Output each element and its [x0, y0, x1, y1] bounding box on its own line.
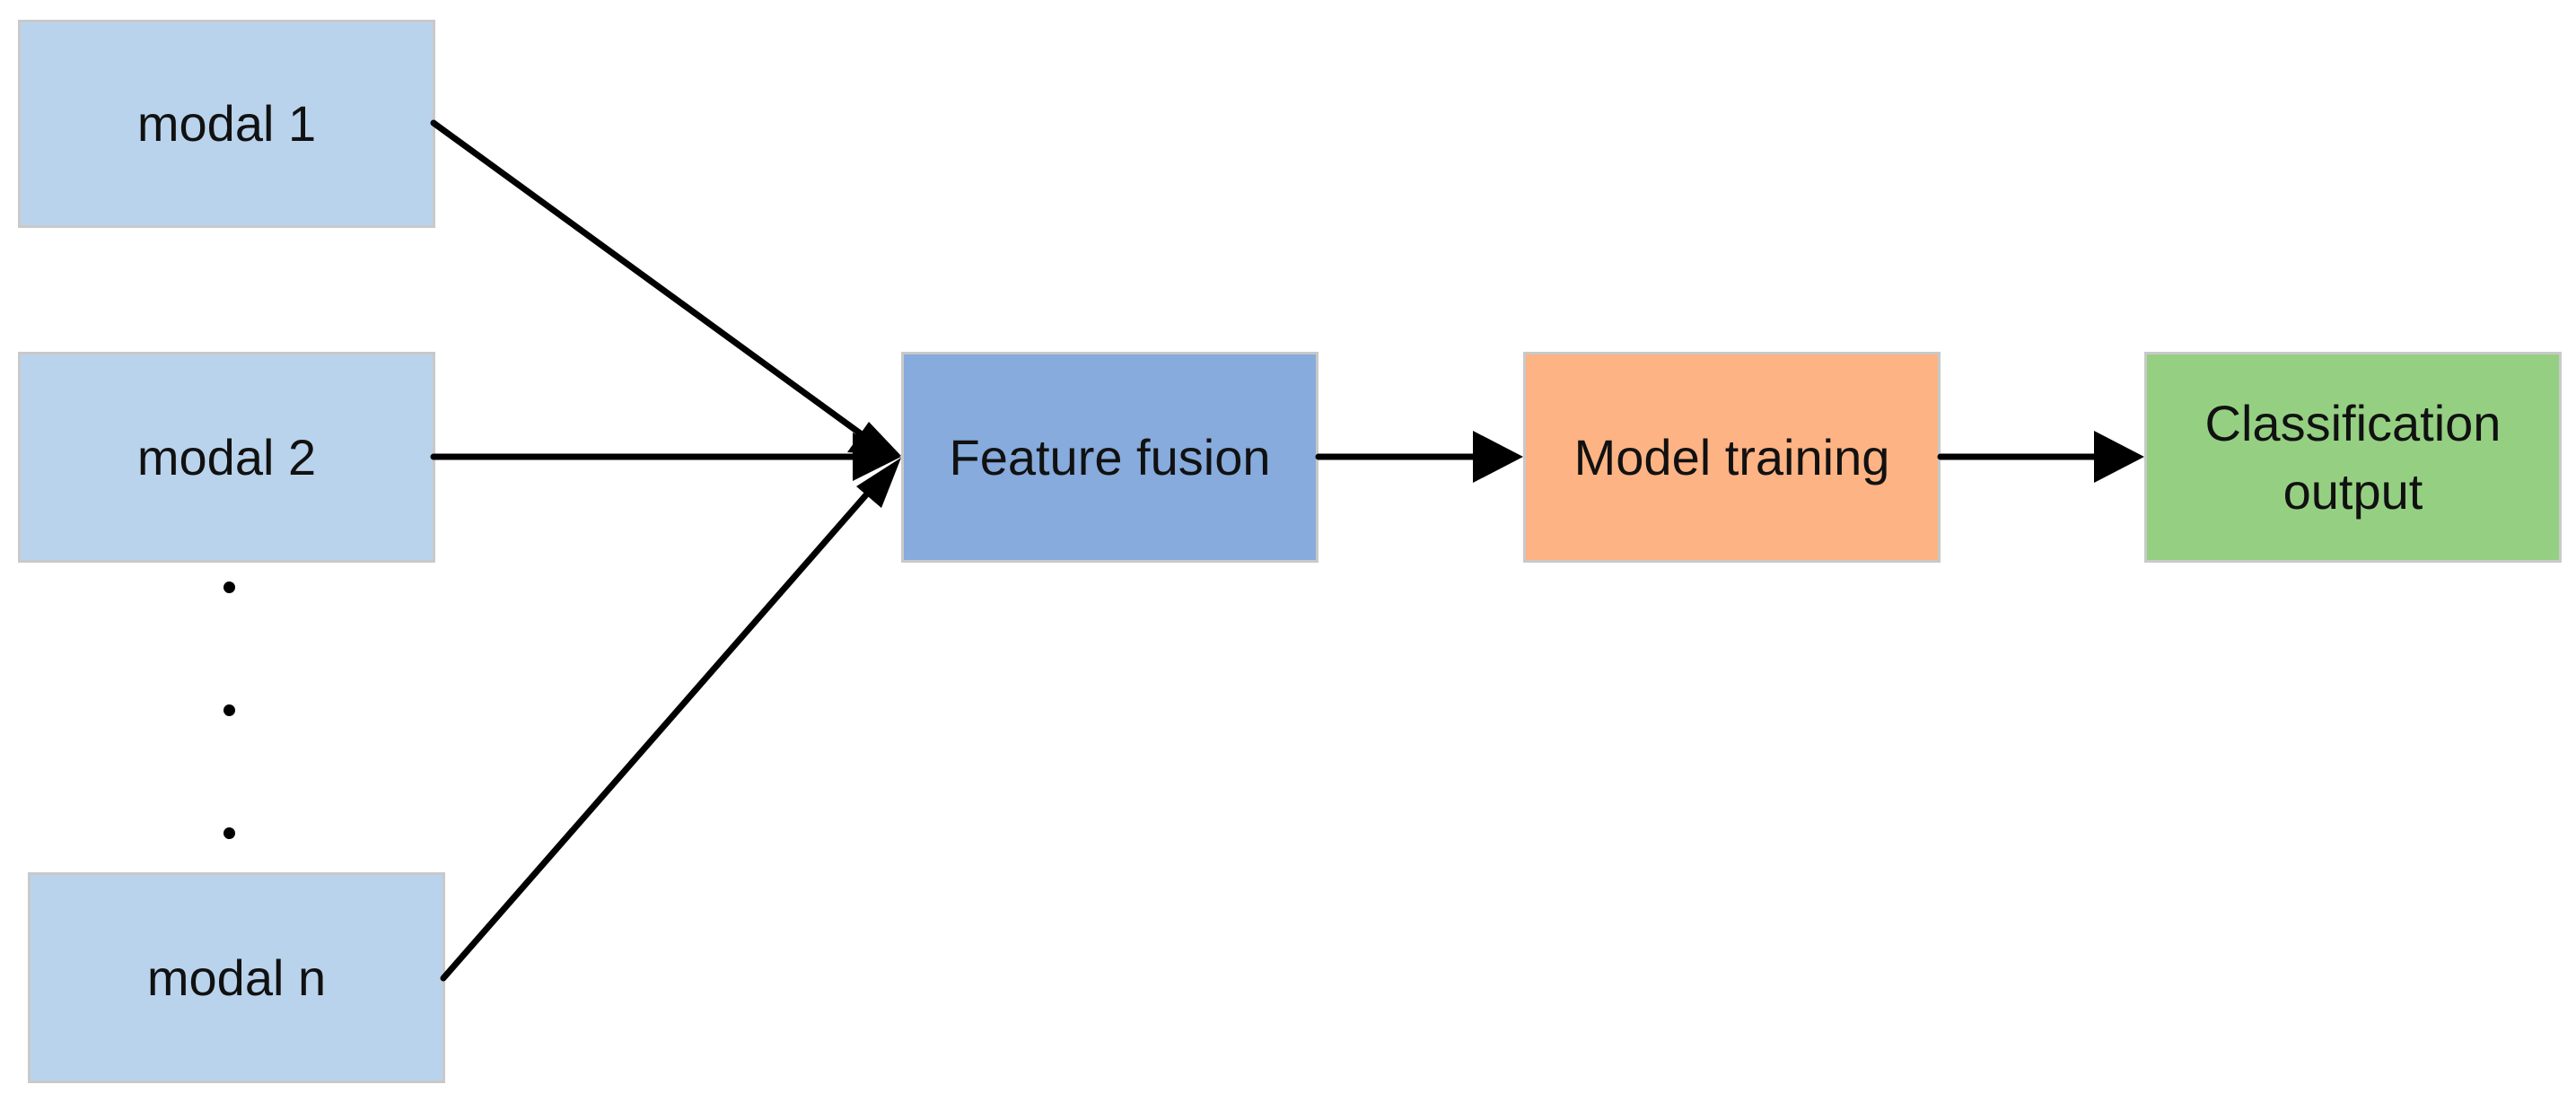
modal-2-arrowhead: [853, 433, 901, 481]
ellipsis-dot: [223, 704, 235, 716]
modal-1-arrowhead: [847, 422, 901, 456]
training-to-output-arrowhead: [2094, 431, 2144, 483]
modal-n-label: modal n: [146, 949, 327, 1006]
modal-n-arrowhead: [856, 458, 901, 508]
feature-fusion-label: Feature fusion: [949, 428, 1271, 485]
classification-output-box: Classification output: [2144, 352, 2562, 563]
ellipsis-dot: [223, 827, 235, 839]
modal-1-box: modal 1: [18, 20, 435, 228]
feature-fusion-box: Feature fusion: [901, 352, 1319, 563]
modal-n-box: modal n: [28, 872, 445, 1083]
modal-1-label: modal 1: [136, 95, 317, 153]
model-training-box: Model training: [1523, 352, 1941, 563]
modal-1-to-fusion-line: [430, 119, 869, 441]
ellipsis-dot: [223, 582, 235, 593]
modal-2-label: modal 2: [136, 428, 317, 485]
modal-2-box: modal 2: [18, 352, 435, 563]
classification-output-label: Classification output: [2204, 394, 2502, 520]
modal-n-to-fusion-line: [440, 488, 872, 982]
model-training-label: Model training: [1573, 428, 1890, 485]
fusion-to-training-arrowhead: [1473, 431, 1523, 483]
